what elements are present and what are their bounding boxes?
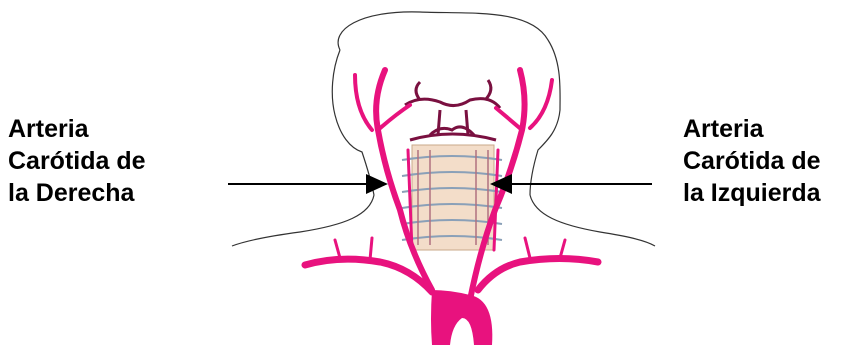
left-shoulder-outline xyxy=(232,195,374,246)
right-label-line-2: Carótida de xyxy=(683,145,821,177)
left-label-line-1: Arteria xyxy=(8,113,146,145)
left-label-line-2: Carótida de xyxy=(8,145,146,177)
right-shoulder-outline xyxy=(530,195,655,246)
left-label-line-3: la Derecha xyxy=(8,177,146,209)
right-label-line-1: Arteria xyxy=(683,113,821,145)
left-carotid-label: Arteria Carótida de la Izquierda xyxy=(683,113,821,209)
right-label-line-3: la Izquierda xyxy=(683,177,821,209)
right-pointer-arrow xyxy=(490,174,652,194)
left-pointer-arrow xyxy=(228,174,388,194)
right-carotid-label: Arteria Carótida de la Derecha xyxy=(8,113,146,209)
aortic-arch xyxy=(431,290,492,345)
cranial-arteries xyxy=(405,80,500,140)
